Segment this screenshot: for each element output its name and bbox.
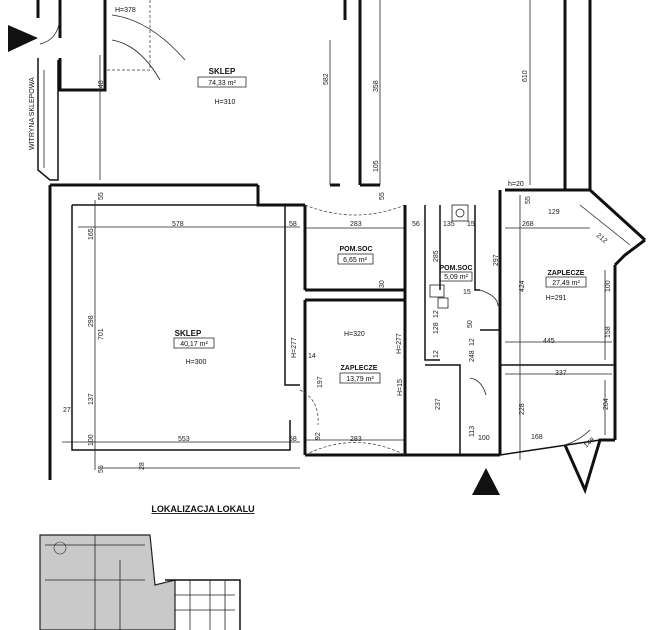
svg-text:100: 100	[88, 434, 95, 446]
svg-text:337: 337	[555, 370, 567, 377]
room-zaplecze-2: ZAPLECZE 27,49 m² H=291	[546, 270, 587, 302]
location-minimap	[30, 530, 241, 630]
svg-text:298: 298	[88, 315, 95, 327]
svg-text:297: 297	[493, 254, 500, 266]
room-name: POM.SOC	[339, 246, 372, 253]
room-area: 5,09 m²	[444, 274, 468, 281]
svg-text:105: 105	[373, 160, 380, 172]
svg-text:228: 228	[519, 403, 526, 415]
dimension-lines	[62, 0, 612, 470]
svg-text:248: 248	[469, 350, 476, 362]
door-arcs	[39, 0, 631, 456]
svg-text:56: 56	[412, 221, 420, 228]
room-height: H=300	[186, 359, 207, 366]
svg-text:445: 445	[543, 338, 555, 345]
room-name: SKLEP	[209, 67, 236, 76]
svg-text:129: 129	[548, 209, 560, 216]
svg-text:55: 55	[98, 192, 105, 200]
room-area: 74,33 m²	[208, 80, 236, 87]
svg-text:701: 701	[98, 328, 105, 340]
svg-text:28: 28	[139, 462, 146, 470]
svg-text:148: 148	[583, 437, 597, 450]
svg-text:158: 158	[605, 326, 612, 338]
shop-window-label: WITRYNA SKLEPOWA	[29, 77, 36, 150]
svg-text:578: 578	[172, 221, 184, 228]
room-area: 6,65 m²	[343, 257, 367, 264]
svg-text:237: 237	[435, 398, 442, 410]
svg-text:285: 285	[433, 250, 440, 262]
walls	[36, 0, 647, 495]
room-name: POM.SOC	[439, 265, 472, 272]
svg-text:58: 58	[289, 436, 297, 443]
room-height: H=310	[215, 99, 236, 106]
height-label: H=277	[291, 337, 298, 358]
svg-text:553: 553	[178, 436, 190, 443]
height-label: H=320	[344, 331, 365, 338]
svg-text:50: 50	[467, 320, 474, 328]
room-pom-soc-2: POM.SOC 5,09 m²	[439, 265, 473, 282]
entrance-arrow-bottom-icon	[472, 468, 500, 495]
room-area: 27,49 m²	[552, 280, 580, 287]
height-label: h=20	[508, 181, 524, 188]
room-sklep-main: SKLEP 40,17 m² H=300	[173, 329, 215, 366]
svg-text:100: 100	[605, 280, 612, 292]
svg-text:610: 610	[522, 70, 529, 82]
room-height: H=291	[546, 295, 567, 302]
room-zaplecze-1: ZAPLECZE 13,79 m²	[339, 365, 381, 384]
dimension-numbers: 548 582 358 105 610 578 58 283 56 135 15…	[63, 70, 612, 473]
svg-text:100: 100	[478, 435, 490, 442]
svg-text:582: 582	[323, 73, 330, 85]
room-area: 13,79 m²	[346, 376, 374, 383]
svg-text:113: 113	[469, 426, 476, 437]
svg-text:135: 135	[443, 221, 455, 228]
height-label: H=378	[115, 7, 136, 14]
room-sklep-top: SKLEP 74,33 m² H=310	[197, 67, 247, 106]
svg-text:55: 55	[525, 196, 532, 204]
svg-text:268: 268	[522, 221, 534, 228]
svg-text:14: 14	[308, 353, 316, 360]
height-label: H=15	[397, 379, 404, 396]
toilet-icon	[451, 204, 469, 222]
svg-text:30: 30	[379, 280, 386, 288]
svg-text:197: 197	[317, 376, 324, 388]
room-area: 40,17 m²	[180, 341, 208, 348]
svg-text:283: 283	[350, 436, 362, 443]
room-pom-soc-1: POM.SOC 6,65 m²	[337, 246, 374, 265]
svg-text:55: 55	[98, 465, 105, 473]
room-name: SKLEP	[175, 329, 202, 338]
location-title: LOKALIZACJA LOKALU	[151, 504, 254, 514]
fixtures	[429, 204, 469, 309]
svg-text:15: 15	[467, 221, 475, 228]
svg-text:168: 168	[531, 434, 543, 441]
svg-text:358: 358	[373, 80, 380, 92]
svg-text:204: 204	[603, 398, 610, 410]
svg-text:12: 12	[469, 338, 476, 346]
svg-text:58: 58	[289, 221, 297, 228]
svg-text:12: 12	[433, 350, 440, 358]
height-label: H=277	[396, 333, 403, 354]
svg-text:212: 212	[595, 232, 609, 245]
room-name: ZAPLECZE	[341, 365, 378, 372]
room-name: ZAPLECZE	[548, 270, 585, 277]
svg-text:55: 55	[379, 192, 386, 200]
svg-text:128: 128	[433, 322, 440, 334]
svg-text:424: 424	[519, 280, 526, 292]
svg-text:283: 283	[350, 221, 362, 228]
svg-text:15: 15	[463, 289, 471, 296]
svg-text:165: 165	[88, 228, 95, 240]
svg-text:92: 92	[315, 432, 322, 440]
svg-text:548: 548	[98, 80, 105, 92]
entrance-arrow-left-icon	[8, 25, 38, 52]
sink-icon	[429, 284, 445, 298]
svg-text:12: 12	[433, 310, 440, 318]
svg-text:27: 27	[63, 407, 71, 414]
svg-text:137: 137	[88, 393, 95, 405]
